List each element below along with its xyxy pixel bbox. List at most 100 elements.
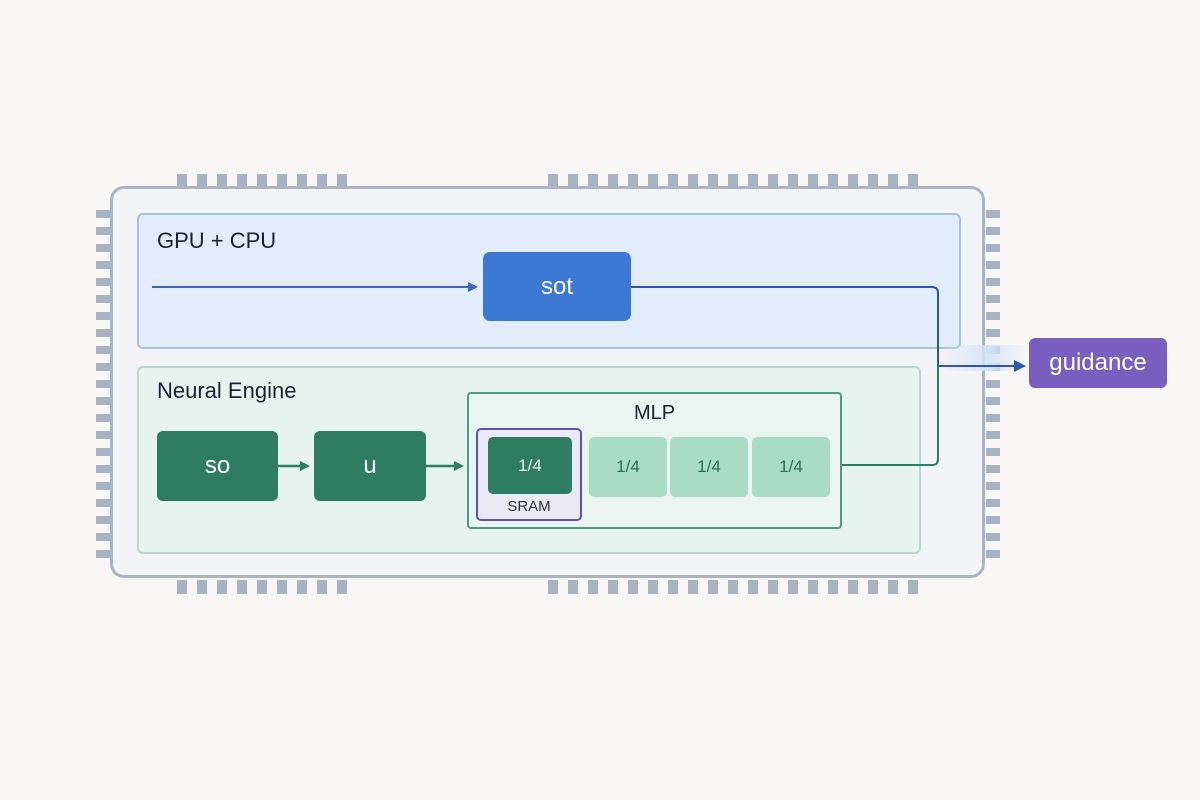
chip-pin xyxy=(986,261,1000,269)
chip-pin xyxy=(648,174,658,188)
chip-pin xyxy=(848,174,858,188)
flow-highlight xyxy=(940,345,1028,371)
chip-pin xyxy=(96,312,110,320)
chip-pin xyxy=(788,174,798,188)
chip-pin xyxy=(986,448,1000,456)
chip-pin xyxy=(908,174,918,188)
chip-pin xyxy=(888,580,898,594)
chip-pin xyxy=(768,174,778,188)
chip-pin xyxy=(986,312,1000,320)
chip-pin xyxy=(96,465,110,473)
chip-pin xyxy=(96,278,110,286)
chip-pin xyxy=(96,550,110,558)
chip-pin xyxy=(986,295,1000,303)
chip-pin xyxy=(628,174,638,188)
chip-pin xyxy=(96,414,110,422)
chip-pin xyxy=(986,380,1000,388)
chip-pin xyxy=(317,580,327,594)
chip-pin xyxy=(986,397,1000,405)
mlp-slice: 1/4 xyxy=(752,437,830,497)
chip-pin xyxy=(668,580,678,594)
chip-pin xyxy=(277,580,287,594)
mlp-slice: 1/4 xyxy=(589,437,667,497)
neural-engine-title: Neural Engine xyxy=(157,378,297,403)
chip-pin xyxy=(986,431,1000,439)
u-node: u xyxy=(314,431,426,501)
chip-pin xyxy=(986,414,1000,422)
mlp-slice: 1/4 xyxy=(670,437,748,497)
chip-pin xyxy=(96,431,110,439)
chip-pin xyxy=(96,499,110,507)
chip-pin xyxy=(568,580,578,594)
chip-pin xyxy=(986,227,1000,235)
chip-pin xyxy=(96,516,110,524)
chip-pin xyxy=(986,482,1000,490)
chip-pin xyxy=(96,482,110,490)
chip-pin xyxy=(237,580,247,594)
chip-pin xyxy=(257,174,267,188)
chip-pin xyxy=(688,580,698,594)
chip-pin xyxy=(986,465,1000,473)
chip-pin xyxy=(297,174,307,188)
chip-pin xyxy=(986,516,1000,524)
chip-pin xyxy=(588,174,598,188)
chip-pin xyxy=(217,174,227,188)
chip-pin xyxy=(96,329,110,337)
chip-pin xyxy=(608,580,618,594)
chip-pin xyxy=(788,580,798,594)
chip-pin xyxy=(337,174,347,188)
chip-pin xyxy=(548,174,558,188)
chip-pin xyxy=(237,174,247,188)
chip-pin xyxy=(828,580,838,594)
chip-pin xyxy=(986,499,1000,507)
chip-pin xyxy=(588,580,598,594)
chip-pin xyxy=(808,174,818,188)
chip-pin xyxy=(986,244,1000,252)
chip-pin xyxy=(986,210,1000,218)
guidance-node: guidance xyxy=(1029,338,1167,388)
chip-pin xyxy=(548,580,558,594)
chip-pin xyxy=(648,580,658,594)
chip-pin xyxy=(728,580,738,594)
chip-pin xyxy=(728,174,738,188)
chip-pin xyxy=(337,580,347,594)
chip-pin xyxy=(96,261,110,269)
chip-pin xyxy=(96,227,110,235)
chip-pin xyxy=(177,174,187,188)
chip-pin xyxy=(986,329,1000,337)
chip-pin xyxy=(96,363,110,371)
chip-pin xyxy=(986,533,1000,541)
chip-pin xyxy=(986,550,1000,558)
chip-pin xyxy=(848,580,858,594)
chip-pin xyxy=(177,580,187,594)
sot-node: sot xyxy=(483,252,631,321)
chip-pin xyxy=(96,448,110,456)
chip-pin xyxy=(96,210,110,218)
chip-pin xyxy=(96,244,110,252)
chip-pin xyxy=(888,174,898,188)
chip-pin xyxy=(96,533,110,541)
chip-pin xyxy=(96,380,110,388)
chip-pin xyxy=(317,174,327,188)
gpu-cpu-title: GPU + CPU xyxy=(157,228,277,253)
chip-pin xyxy=(668,174,678,188)
sram-label: SRAM xyxy=(507,498,551,515)
chip-pin xyxy=(96,397,110,405)
chip-pin xyxy=(748,580,758,594)
chip-pin xyxy=(708,580,718,594)
chip-pin xyxy=(628,580,638,594)
mlp-title: MLP xyxy=(633,402,676,424)
chip-pin xyxy=(96,295,110,303)
chip-pin xyxy=(688,174,698,188)
chip-pin xyxy=(986,278,1000,286)
chip-pin xyxy=(217,580,227,594)
chip-pin xyxy=(748,174,758,188)
chip-pin xyxy=(868,174,878,188)
chip-pin xyxy=(197,174,207,188)
mlp-slice-active: 1/4 xyxy=(488,437,572,494)
chip-pin xyxy=(197,580,207,594)
chip-pin xyxy=(768,580,778,594)
chip-pin xyxy=(608,174,618,188)
chip-pin xyxy=(708,174,718,188)
